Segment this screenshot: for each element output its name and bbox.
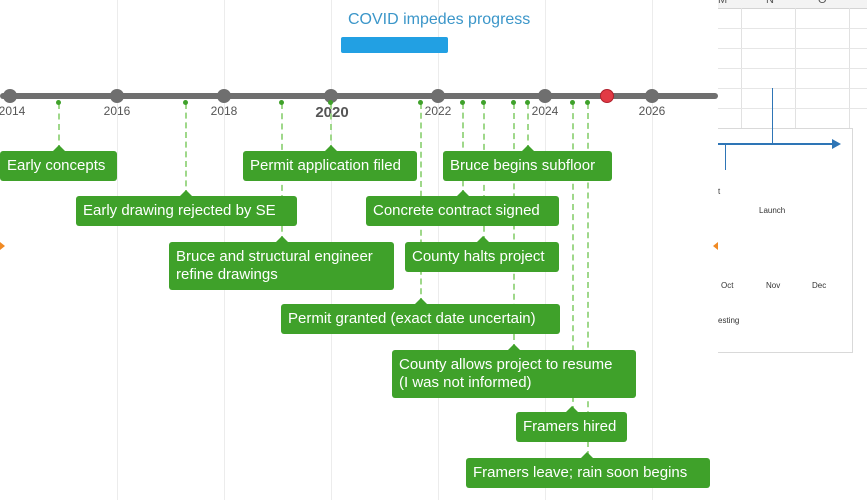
- column-header[interactable]: O: [818, 0, 827, 6]
- axis-year-dot: [217, 89, 231, 103]
- axis-year-label: 2026: [638, 104, 666, 118]
- axis-year-dot: [538, 89, 552, 103]
- column-header[interactable]: N: [766, 0, 774, 6]
- mini-chart-label: esting: [718, 316, 740, 325]
- event-connector: [185, 103, 187, 196]
- event-county-halts-project[interactable]: County halts project: [405, 236, 559, 272]
- event-tick: [481, 100, 486, 105]
- event-connector: [462, 103, 464, 196]
- mini-chart-month: Dec: [812, 281, 827, 290]
- scroll-left-arrow-icon[interactable]: [0, 242, 5, 250]
- mini-chart-stem: [772, 88, 773, 143]
- event-connector: [572, 103, 574, 412]
- mini-chart-label: Launch: [759, 206, 786, 215]
- mini-chart-arrow-icon: [832, 139, 841, 149]
- event-connector: [330, 103, 332, 151]
- scroll-right-arrow-icon[interactable]: [713, 242, 718, 250]
- event-bruce-begins-subfloor[interactable]: Bruce begins subfloor: [443, 145, 612, 181]
- event-tick: [460, 100, 465, 105]
- gridline: [117, 0, 118, 500]
- axis-year-label: 2022: [424, 104, 452, 118]
- axis-year-label: 2018: [210, 104, 238, 118]
- column-header[interactable]: M: [718, 0, 728, 6]
- axis-year-label: 2024: [531, 104, 559, 118]
- axis-year-label: 2014: [0, 104, 26, 118]
- timeline-canvas[interactable]: COVID impedes progress 2014 2016 2018 20…: [0, 0, 718, 500]
- axis-year-dot: [324, 89, 338, 103]
- mini-chart-axis: [718, 143, 833, 145]
- background-spreadsheet: M N O t Launch esting Oct Nov Dec: [718, 0, 867, 500]
- cell-gridline: [718, 108, 867, 109]
- mini-chart-month: Nov: [766, 281, 781, 290]
- event-permit-granted[interactable]: Permit granted (exact date uncertain): [281, 298, 560, 334]
- axis-year-dot: [3, 89, 17, 103]
- mini-chart-label: t: [718, 187, 721, 196]
- event-connector: [58, 103, 60, 151]
- column-header-row: M N O: [718, 0, 867, 9]
- event-permit-application-filed[interactable]: Permit application filed: [243, 145, 417, 181]
- event-tick: [585, 100, 590, 105]
- event-tick: [525, 100, 530, 105]
- cell-gridline: [718, 88, 867, 89]
- event-early-concepts[interactable]: Early concepts: [0, 145, 117, 181]
- cell-gridline: [718, 68, 867, 69]
- event-early-drawing-rejected[interactable]: Early drawing rejected by SE: [76, 190, 297, 226]
- event-connector: [527, 103, 529, 151]
- event-refine-drawings[interactable]: Bruce and structural engineer refine dra…: [169, 236, 394, 290]
- event-tick: [570, 100, 575, 105]
- axis-year-label: 2020: [315, 104, 349, 121]
- embedded-timeline-chart[interactable]: t Launch esting Oct Nov Dec: [718, 128, 853, 353]
- event-tick: [183, 100, 188, 105]
- event-framers-hired[interactable]: Framers hired: [516, 406, 627, 442]
- event-tick: [56, 100, 61, 105]
- cell-gridline: [718, 48, 867, 49]
- event-tick: [279, 100, 284, 105]
- event-tick: [511, 100, 516, 105]
- axis-year-label: 2016: [103, 104, 131, 118]
- event-framers-leave[interactable]: Framers leave; rain soon begins: [466, 452, 710, 488]
- period-label[interactable]: COVID impedes progress: [348, 11, 531, 28]
- cell-gridline: [718, 28, 867, 29]
- event-tick: [328, 100, 333, 105]
- event-connector: [513, 103, 515, 350]
- axis-year-dot: [431, 89, 445, 103]
- event-concrete-contract-signed[interactable]: Concrete contract signed: [366, 190, 559, 226]
- today-marker[interactable]: [600, 89, 614, 103]
- gridline: [652, 0, 653, 500]
- period-bar[interactable]: [341, 37, 448, 53]
- axis-year-dot: [110, 89, 124, 103]
- axis-year-dot: [645, 89, 659, 103]
- timeline-axis: [0, 93, 718, 99]
- event-county-allows-resume[interactable]: County allows project to resume (I was n…: [392, 344, 636, 398]
- mini-chart-month: Oct: [721, 281, 734, 290]
- mini-chart-stem: [725, 145, 726, 170]
- event-tick: [418, 100, 423, 105]
- event-connector: [587, 103, 589, 457]
